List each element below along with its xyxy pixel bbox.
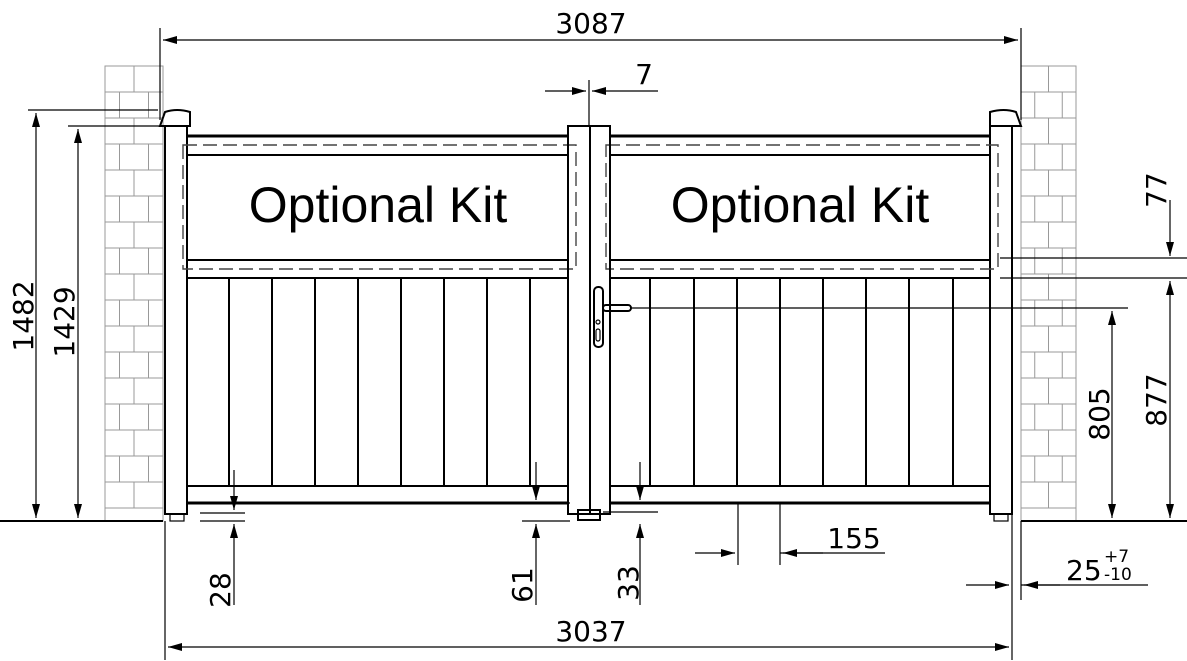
dim-bottom-clearance-center: 61 xyxy=(506,462,570,605)
dim-gap-top: 7 xyxy=(545,58,658,95)
svg-text:-10: -10 xyxy=(1104,565,1132,585)
center-stiles xyxy=(567,80,611,521)
dim-overall-width: 3087 xyxy=(159,7,1022,120)
dim-lower-height: 877 xyxy=(1140,281,1174,518)
dim-post-gap: 25 +7 -10 xyxy=(966,514,1148,660)
svg-text:61: 61 xyxy=(506,567,539,603)
svg-text:28: 28 xyxy=(204,572,237,608)
svg-text:1482: 1482 xyxy=(7,280,40,351)
left-gate-leaf xyxy=(187,134,568,505)
svg-text:77: 77 xyxy=(1140,172,1173,208)
svg-text:155: 155 xyxy=(827,522,880,555)
svg-text:3037: 3037 xyxy=(555,615,626,648)
left-kit-label: Optional Kit xyxy=(249,177,508,233)
left-kit-outline xyxy=(182,144,577,270)
dim-bar-spacing: 155 xyxy=(695,503,885,565)
dim-bottom-clearance-left: 28 xyxy=(200,470,245,608)
svg-text:+7: +7 xyxy=(1104,547,1129,567)
dim-kit-height: 77 xyxy=(1000,172,1187,279)
dim-handle-height: 805 xyxy=(631,307,1128,518)
right-kit-outline xyxy=(605,144,999,270)
dim-gate-width: 3037 xyxy=(164,521,1009,660)
svg-text:877: 877 xyxy=(1140,373,1173,426)
left-post xyxy=(158,109,191,522)
dim-bottom-clearance-right: 33 xyxy=(603,462,658,605)
svg-text:3087: 3087 xyxy=(555,7,626,40)
svg-text:805: 805 xyxy=(1083,387,1116,440)
right-gate-leaf xyxy=(610,134,990,505)
svg-text:1429: 1429 xyxy=(48,286,81,357)
gate-handle xyxy=(593,286,632,348)
svg-text:33: 33 xyxy=(612,565,645,601)
left-brick-pillar xyxy=(104,65,164,522)
right-brick-pillar xyxy=(1020,65,1077,522)
dim-height-total: 1482 xyxy=(7,109,158,518)
right-kit-label: Optional Kit xyxy=(671,177,930,233)
right-post xyxy=(989,109,1023,522)
svg-text:25: 25 xyxy=(1066,554,1102,587)
svg-text:7: 7 xyxy=(635,58,653,91)
dim-height-gate: 1429 xyxy=(48,125,170,518)
